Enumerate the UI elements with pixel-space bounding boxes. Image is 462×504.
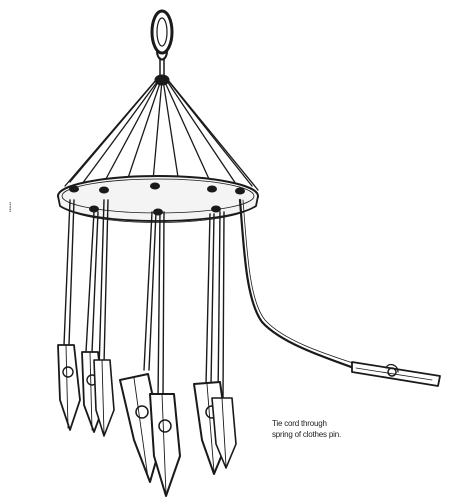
- figure-caption: Tie cord through spring of clothes pin.: [272, 418, 402, 440]
- wooden-hoop: [58, 176, 258, 223]
- caption-line-2: spring of clothes pin.: [272, 429, 402, 440]
- clothespin-center-2: [150, 394, 180, 496]
- margin-mark: ⸽: [9, 203, 11, 212]
- long-cord: [240, 200, 354, 368]
- caption-line-1: Tie cord through: [272, 418, 402, 429]
- hanging-loop: [152, 11, 172, 76]
- cord-knot: [155, 75, 169, 85]
- clothespin-right: [352, 362, 440, 386]
- clothespin-left-1: [58, 345, 80, 430]
- support-cords: [65, 78, 258, 192]
